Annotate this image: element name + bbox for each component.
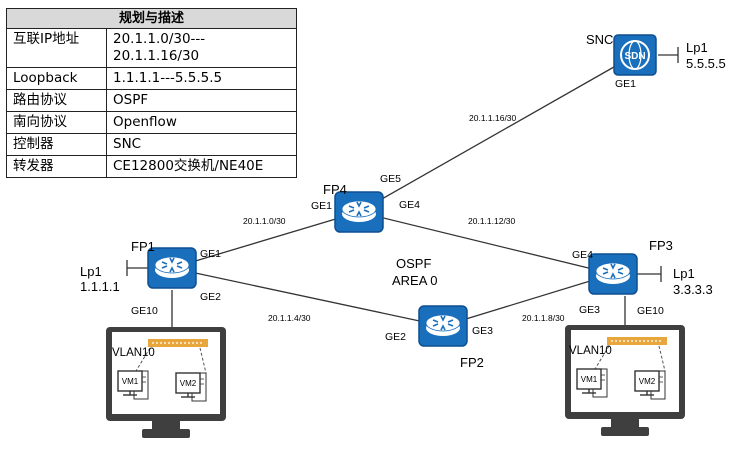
port-fp4-ge5: GE5: [380, 173, 401, 185]
port-fp4-ge4: GE4: [399, 199, 420, 211]
port-fp4-ge1: GE1: [311, 200, 332, 212]
ospf-label: OSPF: [396, 256, 431, 271]
lp-ip-fp3: 3.3.3.3: [673, 282, 713, 297]
port-fp1-ge1: GE1: [200, 248, 221, 260]
vm2-label: VM2: [639, 377, 656, 386]
port-fp2-ge2: GE2: [385, 331, 406, 343]
vlan-label: VLAN10: [112, 347, 155, 359]
table-cell-value: Openflow: [106, 111, 297, 134]
table-cell-value: CE12800交换机/NE40E: [106, 155, 297, 178]
port-snc-ge1: GE1: [615, 78, 636, 90]
vm2-label: VM2: [180, 379, 197, 388]
table-cell-key: 互联IP地址: [6, 28, 107, 68]
lp-label-fp1: Lp1: [80, 264, 102, 279]
device-name-fp2: FP2: [460, 355, 484, 370]
table-cell-key: Loopback: [6, 67, 107, 90]
link-snc-fp4: [358, 54, 636, 213]
device-name-snc: SNC: [586, 32, 613, 47]
router-icon-fp1: [147, 247, 197, 289]
table-cell-key: 转发器: [6, 155, 107, 178]
vm1-label: VM1: [122, 377, 139, 386]
vlan-label: VLAN10: [569, 345, 612, 357]
router-icon-fp4: [334, 191, 384, 233]
subnet-fp4-fp3: 20.1.1.12/30: [468, 216, 516, 226]
device-name-fp4: FP4: [323, 182, 347, 197]
router-icon-fp3: [588, 253, 638, 295]
port-fp3-ge4: GE4: [572, 249, 593, 261]
subnet-snc-fp4: 20.1.1.16/30: [469, 113, 517, 123]
table-cell-key: 控制器: [6, 133, 107, 156]
vm1-label: VM1: [581, 375, 598, 384]
lp-ip-fp1: 1.1.1.1: [80, 279, 120, 294]
sdn-logo-text: SDN: [624, 51, 645, 62]
subnet-fp1-fp4: 20.1.1.0/30: [243, 216, 286, 226]
device-name-fp1: FP1: [131, 239, 155, 254]
subnet-fp1-fp2: 20.1.1.4/30: [268, 313, 311, 323]
port-fp2-ge3: GE3: [472, 325, 493, 337]
table-cell-value: 1.1.1.1---5.5.5.5: [106, 67, 297, 90]
link-fp4-fp3: [358, 211, 614, 275]
site-left: VLAN10 VM1 VM2: [105, 326, 227, 439]
snc-controller: SDN: [613, 34, 657, 76]
lp-label-fp3: Lp1: [673, 266, 695, 281]
port-fp3-ge3: GE3: [579, 304, 600, 316]
port-fp1-ge10: GE10: [131, 305, 158, 317]
port-fp1-ge2: GE2: [200, 291, 221, 303]
subnet-fp2-fp3: 20.1.1.8/30: [522, 313, 565, 323]
links: [126, 47, 679, 327]
ospf-area-label: AREA 0: [392, 273, 438, 288]
link-fp1-fp2: [171, 267, 444, 327]
link-fp1-fp4: [171, 211, 360, 269]
router-icon-fp2: [418, 305, 468, 347]
device-name-fp3: FP3: [649, 238, 673, 253]
lp-ip-snc: 5.5.5.5: [686, 56, 726, 71]
plan-table-header: 规划与描述: [6, 8, 297, 29]
table-cell-value: 20.1.1.0/30--- 20.1.1.16/30: [106, 28, 297, 68]
site-right: VLAN10 VM1 VM2: [564, 324, 686, 437]
lp-label-snc: Lp1: [686, 40, 708, 55]
link-fp2-fp3: [442, 273, 614, 327]
port-fp3-ge10: GE10: [637, 305, 664, 317]
